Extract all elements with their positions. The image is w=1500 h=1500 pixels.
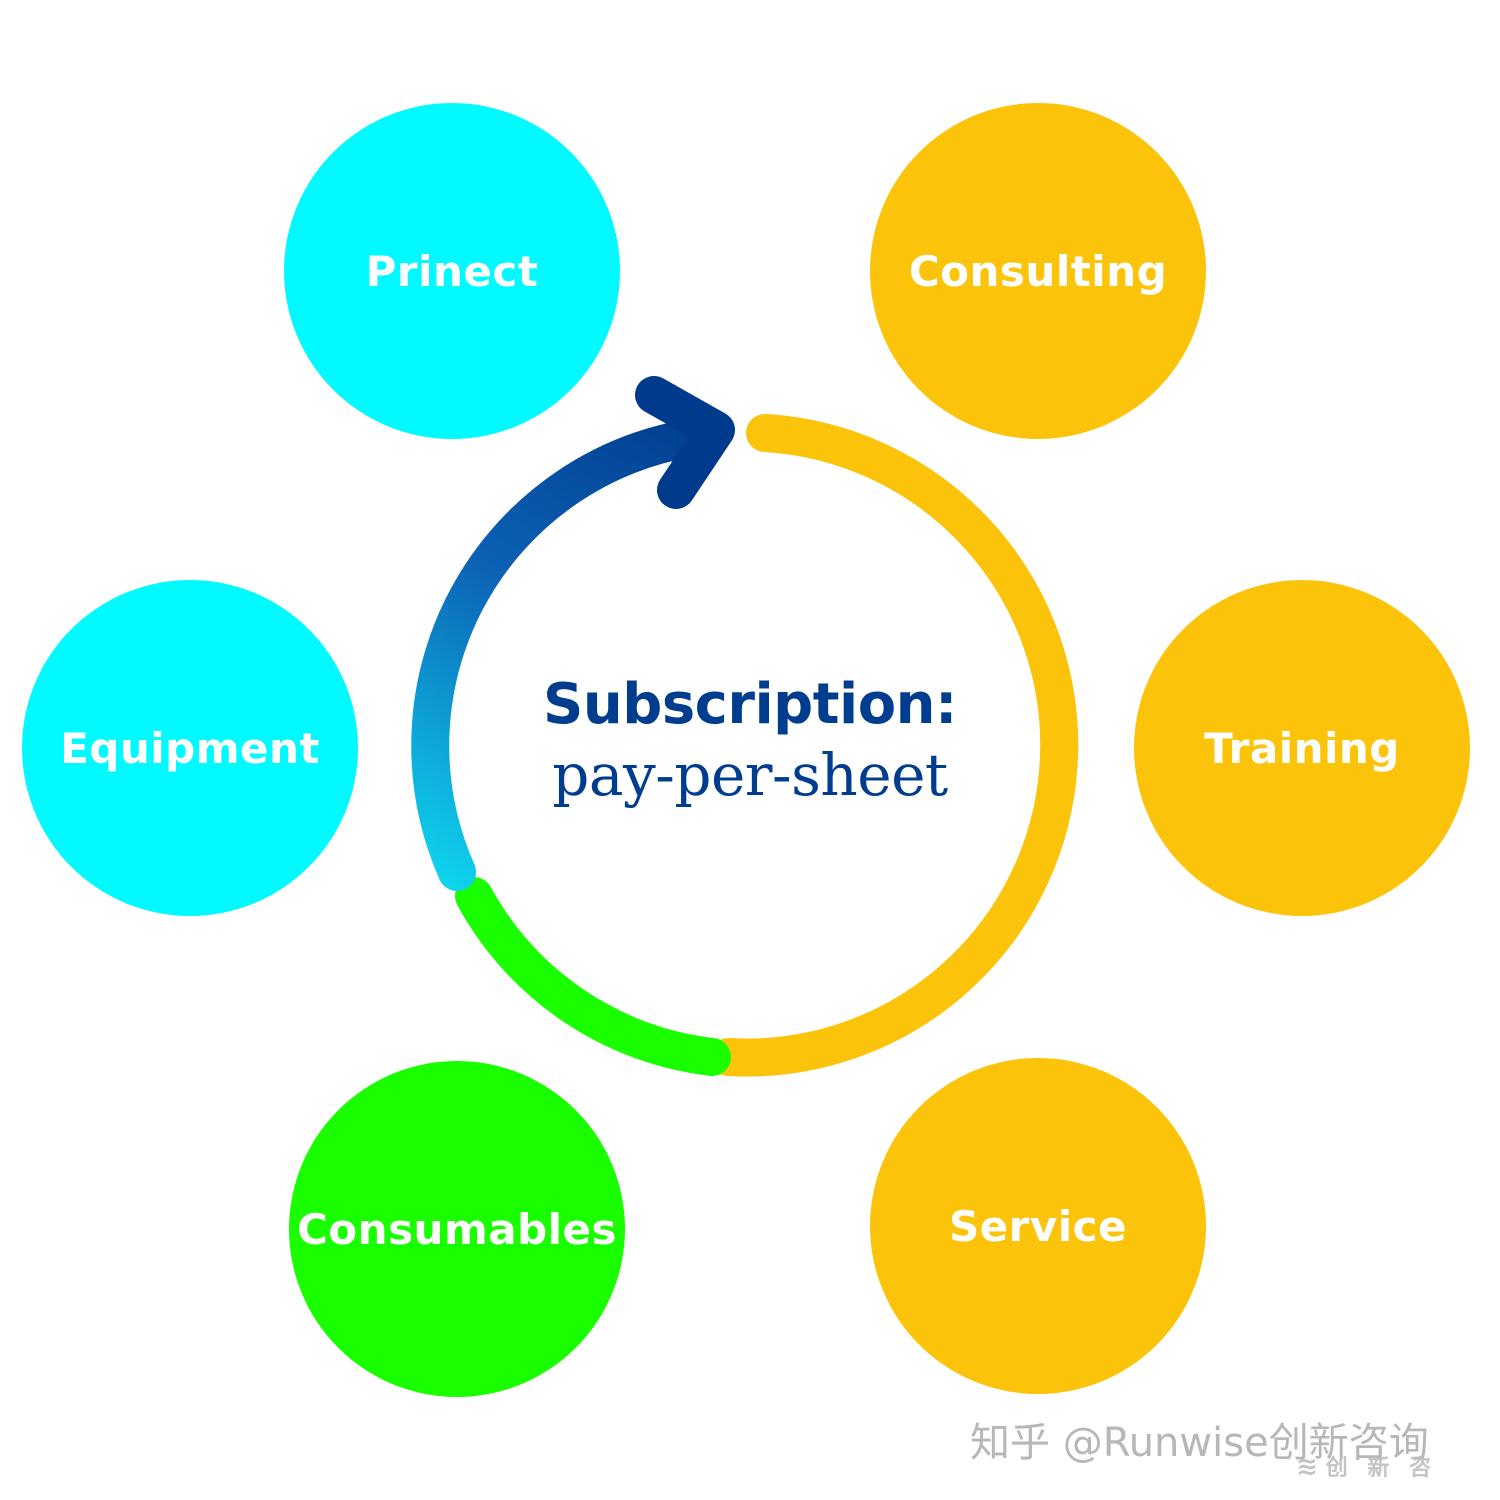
bubble-equipment: Equipment (22, 580, 358, 916)
watermark-text: 知乎 @Runwise创新咨询 (970, 1420, 1429, 1466)
bubble-label-consumables: Consumables (296, 1204, 618, 1254)
bubble-training: Training (1134, 580, 1470, 916)
amber-arc (709, 414, 1079, 1077)
center-caption: Subscription: pay-per-sheet (520, 670, 980, 810)
blue-arc (411, 419, 709, 891)
bubble-consulting: Consulting (870, 103, 1206, 439)
bubble-label-prinect: Prinect (365, 246, 539, 296)
arrow-head-icon (635, 376, 735, 509)
bubble-consumables: Consumables (289, 1061, 625, 1397)
wave-icon: ≋ (1296, 1452, 1318, 1482)
green-arc (455, 877, 731, 1076)
center-subtitle: pay-per-sheet (552, 741, 948, 809)
bubble-service: Service (870, 1058, 1206, 1394)
center-title: Subscription: (543, 672, 957, 737)
bubble-label-equipment: Equipment (60, 723, 320, 773)
bubble-label-training: Training (1204, 723, 1400, 773)
watermark-logo: ≋ 创 新 咨 (1296, 1450, 1437, 1482)
watermark-logo-text: 创 新 咨 (1325, 1456, 1438, 1481)
bubble-prinect: Prinect (284, 103, 620, 439)
bubble-label-service: Service (948, 1201, 1128, 1251)
bubble-label-consulting: Consulting (908, 246, 1168, 296)
